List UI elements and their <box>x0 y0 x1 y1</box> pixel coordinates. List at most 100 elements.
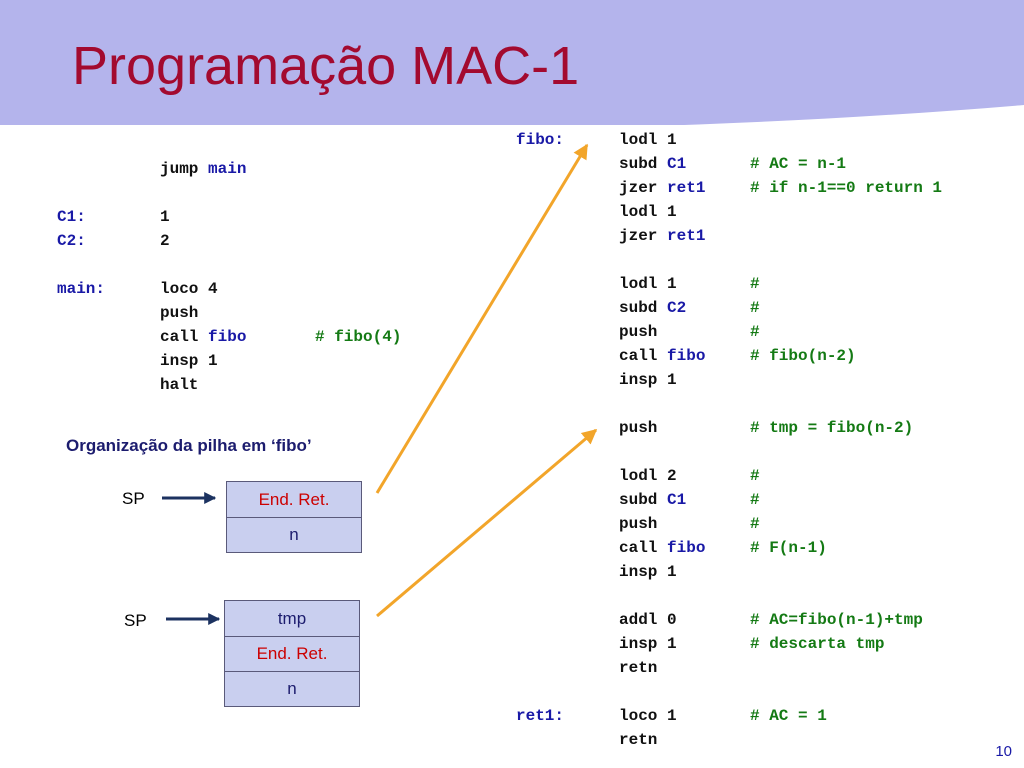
code-instruction: call fibo <box>619 344 705 368</box>
code-line: call fibo # fibo(n-2) <box>516 344 1016 368</box>
code-instruction: retn <box>619 728 657 752</box>
code-label: fibo: <box>516 131 565 149</box>
code-comment: # <box>750 275 760 293</box>
code-line: insp 1 <box>516 368 1016 392</box>
code-line: call fibo# F(n-1) <box>516 536 1016 560</box>
code-instruction: call fibo <box>619 536 705 560</box>
code-instruction: subd C1 <box>619 488 686 512</box>
code-opcode: loco <box>160 280 199 298</box>
code-instruction: loco 4 <box>160 277 218 301</box>
fibo-function-code: fibo: lodl 1 subd C1 # AC = n-1 jzer ret1 # i… <box>516 128 1016 749</box>
code-opcode: 2 <box>160 232 170 250</box>
code-instruction: jzer ret1 <box>619 176 705 200</box>
code-opcode: insp <box>160 352 199 370</box>
code-opcode: call <box>160 328 199 346</box>
code-opcode: lodl <box>619 467 658 485</box>
code-opcode: lodl <box>619 275 658 293</box>
code-operand: 1 <box>667 131 677 149</box>
code-opcode: push <box>619 419 658 437</box>
code-line: subd C1 # <box>516 488 1016 512</box>
code-opcode: lodl <box>619 203 658 221</box>
code-operand: 1 <box>667 563 677 581</box>
code-line: halt <box>57 373 457 397</box>
code-comment: # <box>750 323 760 341</box>
code-opcode: addl <box>619 611 658 629</box>
code-opcode: subd <box>619 299 658 317</box>
code-instruction: subd C2 <box>619 296 686 320</box>
code-opcode: push <box>160 304 199 322</box>
stack2-sp-label: SP <box>124 611 147 630</box>
code-comment: # if n-1==0 return 1 <box>750 179 943 197</box>
code-operand: 1 <box>667 707 677 725</box>
code-operand: C2 <box>667 299 687 317</box>
code-line: subd C1 # AC = n-1 <box>516 152 1016 176</box>
code-operand: 0 <box>667 611 677 629</box>
code-instruction: call fibo <box>160 325 246 349</box>
code-opcode: insp <box>619 371 658 389</box>
code-operand: ret1 <box>667 227 706 245</box>
code-line: C2:2 <box>57 229 457 253</box>
code-comment: # <box>750 515 760 533</box>
code-instruction: loco 1 <box>619 704 677 728</box>
code-operand: fibo <box>208 328 247 346</box>
code-operand: main <box>208 160 247 178</box>
code-operand: 1 <box>667 635 677 653</box>
code-line: retn <box>516 656 1016 680</box>
code-instruction: subd C1 <box>619 152 686 176</box>
stack-cell: End. Ret. <box>224 636 360 672</box>
stack-cell: n <box>226 517 362 553</box>
code-instruction: halt <box>160 373 198 397</box>
code-line: retn <box>516 728 1016 752</box>
code-label: ret1: <box>516 707 565 725</box>
code-instruction: insp 1 <box>619 368 677 392</box>
code-label: main: <box>57 280 106 298</box>
code-comment: # AC = n-1 <box>750 155 847 173</box>
code-instruction: 2 <box>160 229 170 253</box>
code-line: addl 0 # AC=fibo(n-1)+tmp <box>516 608 1016 632</box>
code-comment: # fibo(4) <box>315 328 402 346</box>
code-instruction: push <box>619 512 657 536</box>
code-instruction: push <box>160 301 198 325</box>
code-line: push# <box>516 320 1016 344</box>
stack-organization-caption: Organização da pilha em ‘fibo’ <box>66 436 312 455</box>
code-line: jump main <box>57 157 457 181</box>
header-wave-decoration <box>0 105 1024 160</box>
code-comment: # <box>750 491 760 509</box>
code-operand: C1 <box>667 491 687 509</box>
code-instruction: push <box>619 416 657 440</box>
code-label: C1: <box>57 208 86 226</box>
code-comment: # fibo(n-2) <box>750 347 856 365</box>
code-operand: fibo <box>667 347 706 365</box>
code-line: lodl 1 <box>516 200 1016 224</box>
code-opcode: retn <box>619 731 658 749</box>
code-operand: fibo <box>667 539 706 557</box>
code-opcode: insp <box>619 563 658 581</box>
code-comment: # descarta tmp <box>750 635 885 653</box>
code-line: insp 1 <box>57 349 457 373</box>
stack-cell: n <box>224 671 360 707</box>
code-opcode: jump <box>160 160 199 178</box>
code-line: C1: 1 <box>57 205 457 229</box>
code-line: subd C2 # <box>516 296 1016 320</box>
code-opcode: loco <box>619 707 658 725</box>
code-opcode: lodl <box>619 131 658 149</box>
code-operand: ret1 <box>667 179 706 197</box>
code-instruction: retn <box>619 656 657 680</box>
code-opcode: retn <box>619 659 658 677</box>
code-instruction: jzer ret1 <box>619 224 705 248</box>
code-line: fibo: lodl 1 <box>516 128 1016 152</box>
stack-cell: End. Ret. <box>226 481 362 518</box>
arrow-to-tmp-push <box>376 428 598 618</box>
code-comment: # <box>750 299 760 317</box>
code-comment: # AC=fibo(n-1)+tmp <box>750 611 923 629</box>
code-instruction: lodl 1 <box>619 272 677 296</box>
code-line: main: loco 4 <box>57 277 457 301</box>
code-line: insp 1# descarta tmp <box>516 632 1016 656</box>
slide-title: Programação MAC-1 <box>72 36 580 96</box>
code-operand: 1 <box>208 352 218 370</box>
code-opcode: push <box>619 515 658 533</box>
code-operand: 1 <box>667 203 677 221</box>
code-instruction: 1 <box>160 205 170 229</box>
arrow-to-fibo-entry <box>375 143 589 494</box>
code-instruction: lodl 1 <box>619 200 677 224</box>
